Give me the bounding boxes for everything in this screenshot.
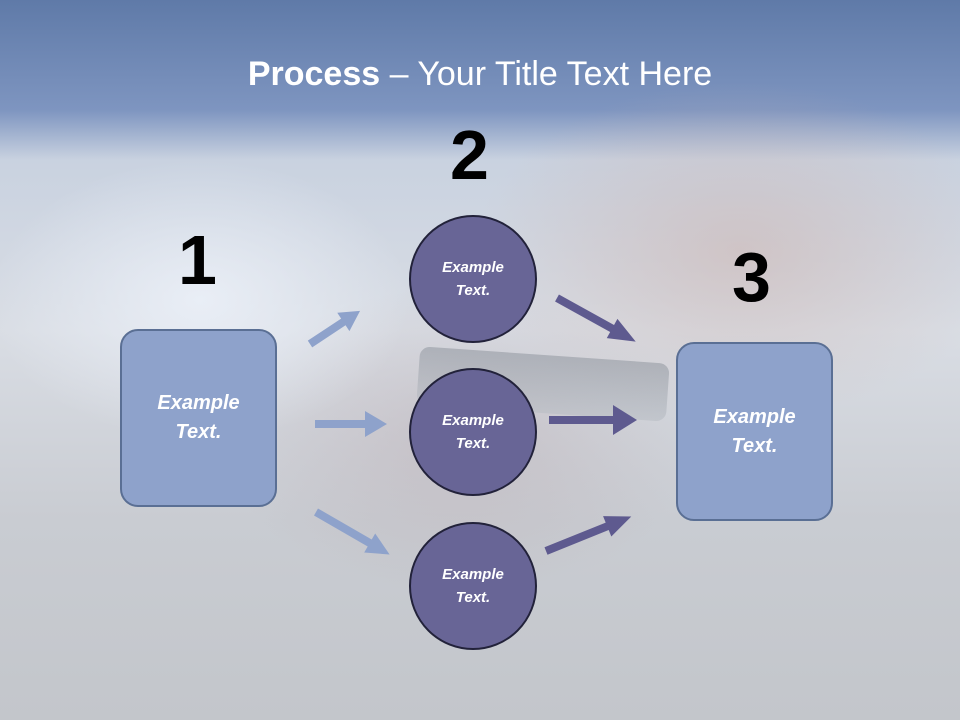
arrow-from-top-circle xyxy=(555,294,636,342)
arrow-to-middle-circle xyxy=(315,411,387,437)
step-2-circle-bottom[interactable]: Example Text. xyxy=(409,522,537,650)
title-bold: Process xyxy=(247,55,381,93)
step-2-circle-middle[interactable]: Example Text. xyxy=(409,368,537,496)
title-rest: – Your Title Text Here xyxy=(380,55,713,93)
circle-bottom-label: Example Text. xyxy=(442,566,504,606)
step-2-circle-top[interactable]: Example Text. xyxy=(409,215,537,343)
arrow-to-bottom-circle xyxy=(314,508,390,555)
step-1-box[interactable]: Example Text. xyxy=(120,329,277,507)
step-number-1: 1 xyxy=(178,221,217,299)
arrow-from-bottom-circle xyxy=(544,516,632,555)
arrow-to-top-circle xyxy=(307,310,361,348)
step-number-3: 3 xyxy=(732,238,771,316)
slide-title: Process – Your Title Text Here xyxy=(0,54,960,94)
step-3-box[interactable]: Example Text. xyxy=(676,342,833,521)
circle-middle-label: Example Text. xyxy=(442,412,504,452)
step-number-2: 2 xyxy=(450,116,489,194)
step-1-label: Example Text. xyxy=(157,392,240,443)
circle-top-label: Example Text. xyxy=(442,259,504,299)
arrow-from-middle-circle xyxy=(549,405,637,435)
step-3-label: Example Text. xyxy=(713,405,796,457)
